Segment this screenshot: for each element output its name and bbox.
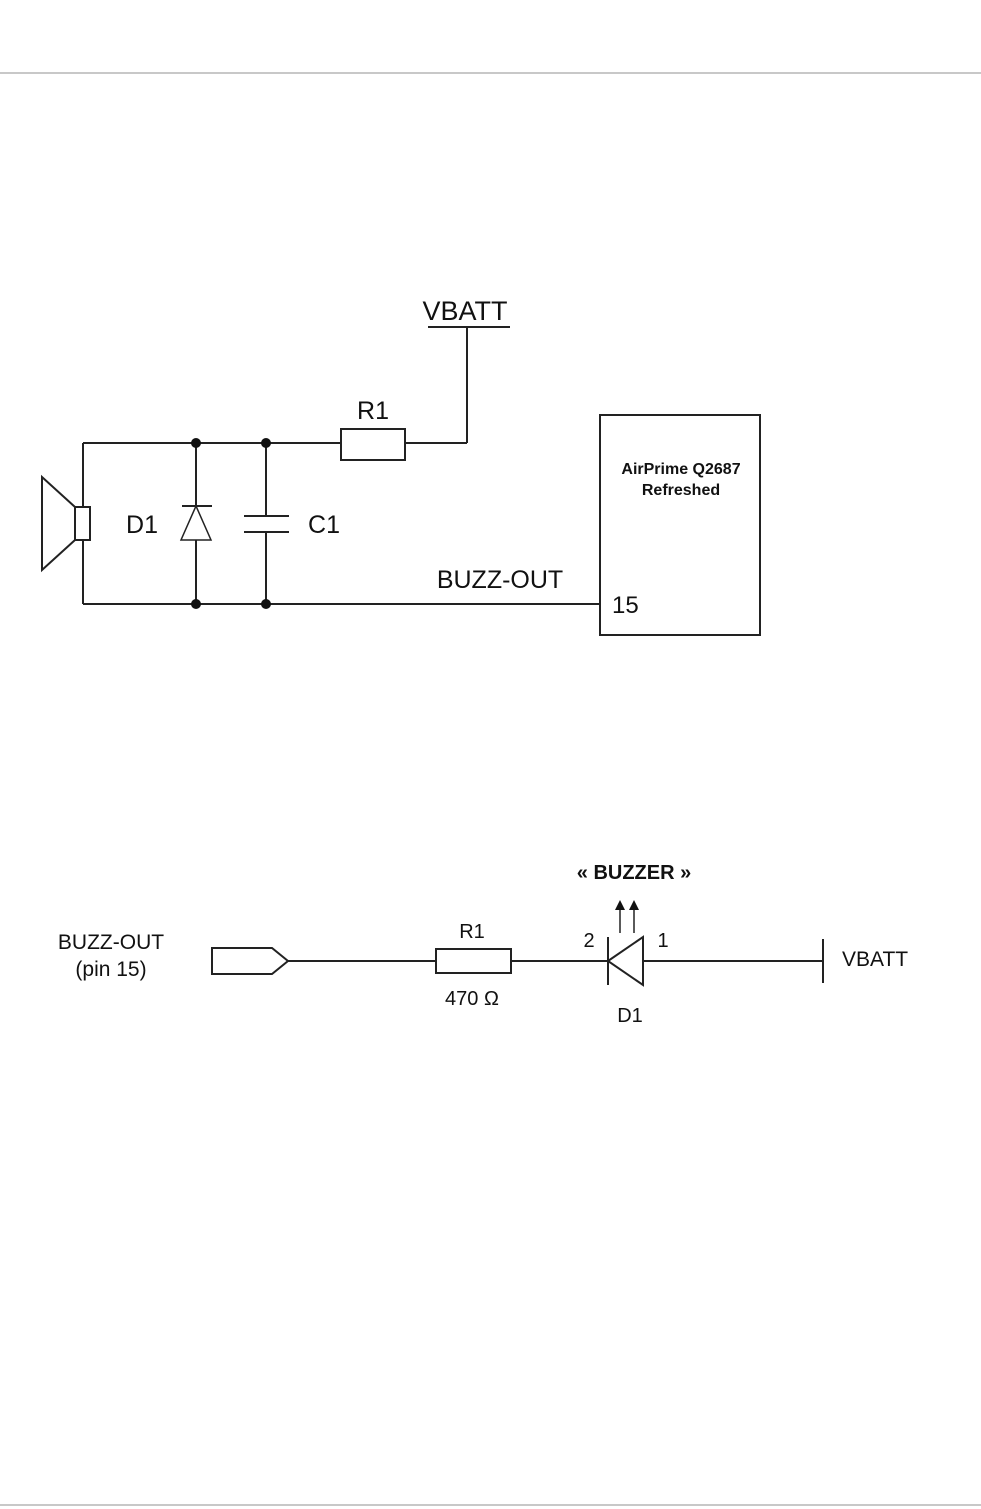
c1-capacitor-symbol: [244, 443, 289, 604]
module-pin-label: 15: [612, 592, 639, 619]
c1-label: C1: [308, 511, 340, 539]
vbatt-supply-symbol: [428, 327, 510, 443]
pin-1-label: 1: [657, 930, 668, 952]
d1-label: D1: [126, 511, 158, 539]
module-name-line1: AirPrime Q2687: [621, 461, 740, 478]
speaker-icon: [42, 443, 90, 604]
d1-diode-symbol: [181, 443, 212, 604]
light-emission-arrows-icon: [615, 900, 639, 933]
d1-label-2: D1: [617, 1005, 643, 1027]
r1-label: R1: [357, 397, 389, 425]
vbatt-label: VBATT: [422, 296, 507, 326]
r1-resistor: [341, 429, 405, 460]
circuit-2-led-driver: « BUZZER » BUZZ-OUT (pin 15) R1 470 Ω 2 …: [58, 862, 908, 1027]
r1-value: 470 Ω: [445, 988, 499, 1010]
led-d1-symbol: [608, 937, 643, 985]
connector-symbol: [212, 948, 288, 974]
buzz-out-label-2: BUZZ-OUT: [58, 931, 164, 954]
pin-2-label: 2: [583, 930, 594, 952]
buzzer-label: « BUZZER »: [577, 862, 691, 884]
buzz-out-label: BUZZ-OUT: [437, 566, 563, 594]
circuit-1-buzzer-driver: VBATT R1 D1 C1: [42, 296, 760, 635]
r1-resistor-2: [436, 949, 511, 973]
r1-label-2: R1: [459, 921, 485, 943]
buzz-out-pin-label: (pin 15): [75, 958, 146, 981]
module-name-line2: Refreshed: [642, 482, 720, 499]
vbatt-label-2: VBATT: [842, 948, 908, 971]
